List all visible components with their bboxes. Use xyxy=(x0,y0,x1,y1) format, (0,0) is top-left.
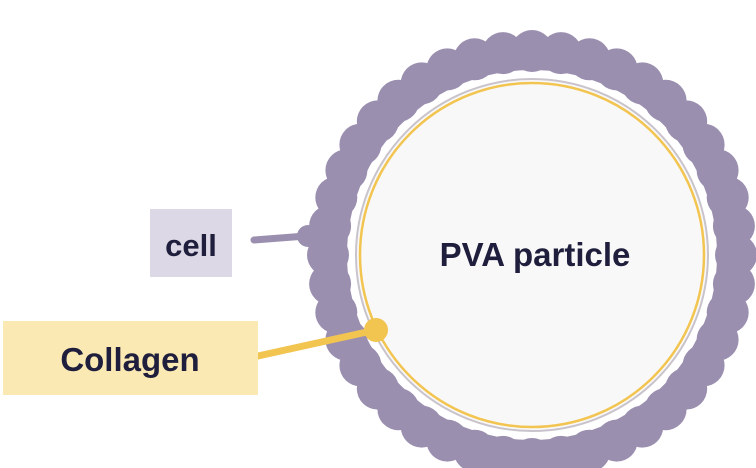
cell-label-box xyxy=(150,209,232,277)
pva-particle xyxy=(355,78,709,432)
collagen-coating-ring xyxy=(358,81,706,429)
pva-particle-label: PVA particle xyxy=(440,236,631,273)
cell-band xyxy=(317,40,747,468)
collagen-leader-line xyxy=(254,326,380,360)
collagen-label-box xyxy=(3,321,258,395)
collagen-pointer-dot xyxy=(364,318,388,342)
cell-label: cell xyxy=(165,228,217,263)
cell-pointer-dot xyxy=(297,225,319,247)
collagen-label: Collagen xyxy=(60,341,199,378)
